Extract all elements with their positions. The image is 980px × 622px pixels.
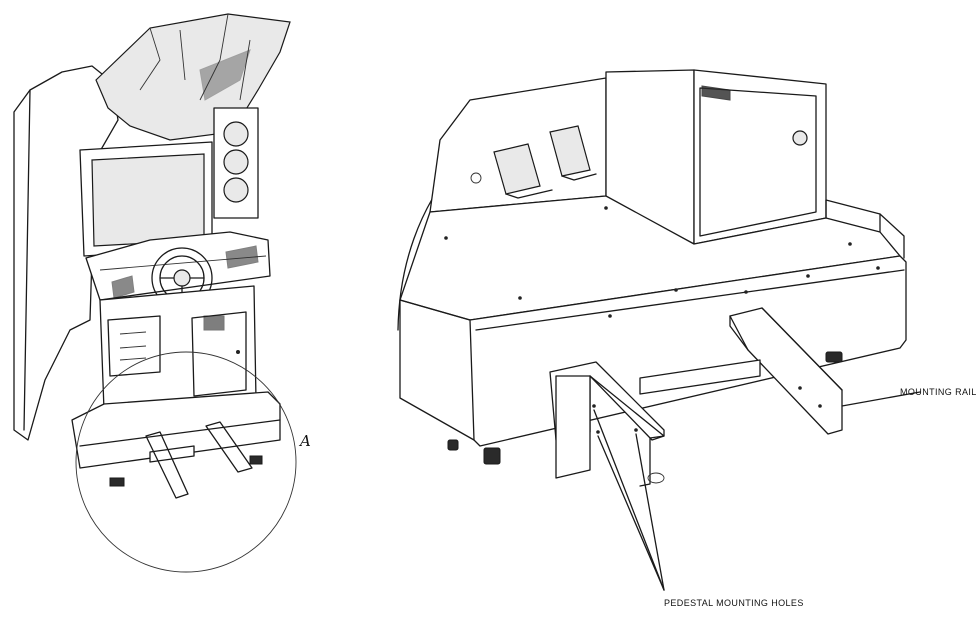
detail-view-a: MOUNTING RAIL PEDESTAL MOUNTING HOLES — [397, 69, 977, 608]
leveler-feet — [447, 351, 843, 484]
speaker-column — [213, 107, 259, 219]
holes-leader-lines — [593, 409, 665, 591]
monitor-screen — [91, 153, 205, 247]
mounting-rail-small — [149, 445, 195, 463]
detail-circle — [75, 351, 297, 573]
mounting-rail-label: MOUNTING RAIL — [900, 387, 977, 397]
marquee-housing — [95, 13, 291, 141]
detail-marker-label: A — [298, 432, 311, 450]
cabinet-base — [71, 391, 281, 469]
pedestal-holes-label: PEDESTAL MOUNTING HOLES — [664, 598, 804, 608]
deck-screws — [444, 206, 880, 318]
coin-door — [191, 311, 247, 397]
gas-brake-pedals — [493, 125, 597, 199]
cabinet-overview: A — [13, 13, 311, 573]
mounting-rail-cross — [639, 359, 761, 395]
rail-leader-line — [841, 391, 921, 407]
